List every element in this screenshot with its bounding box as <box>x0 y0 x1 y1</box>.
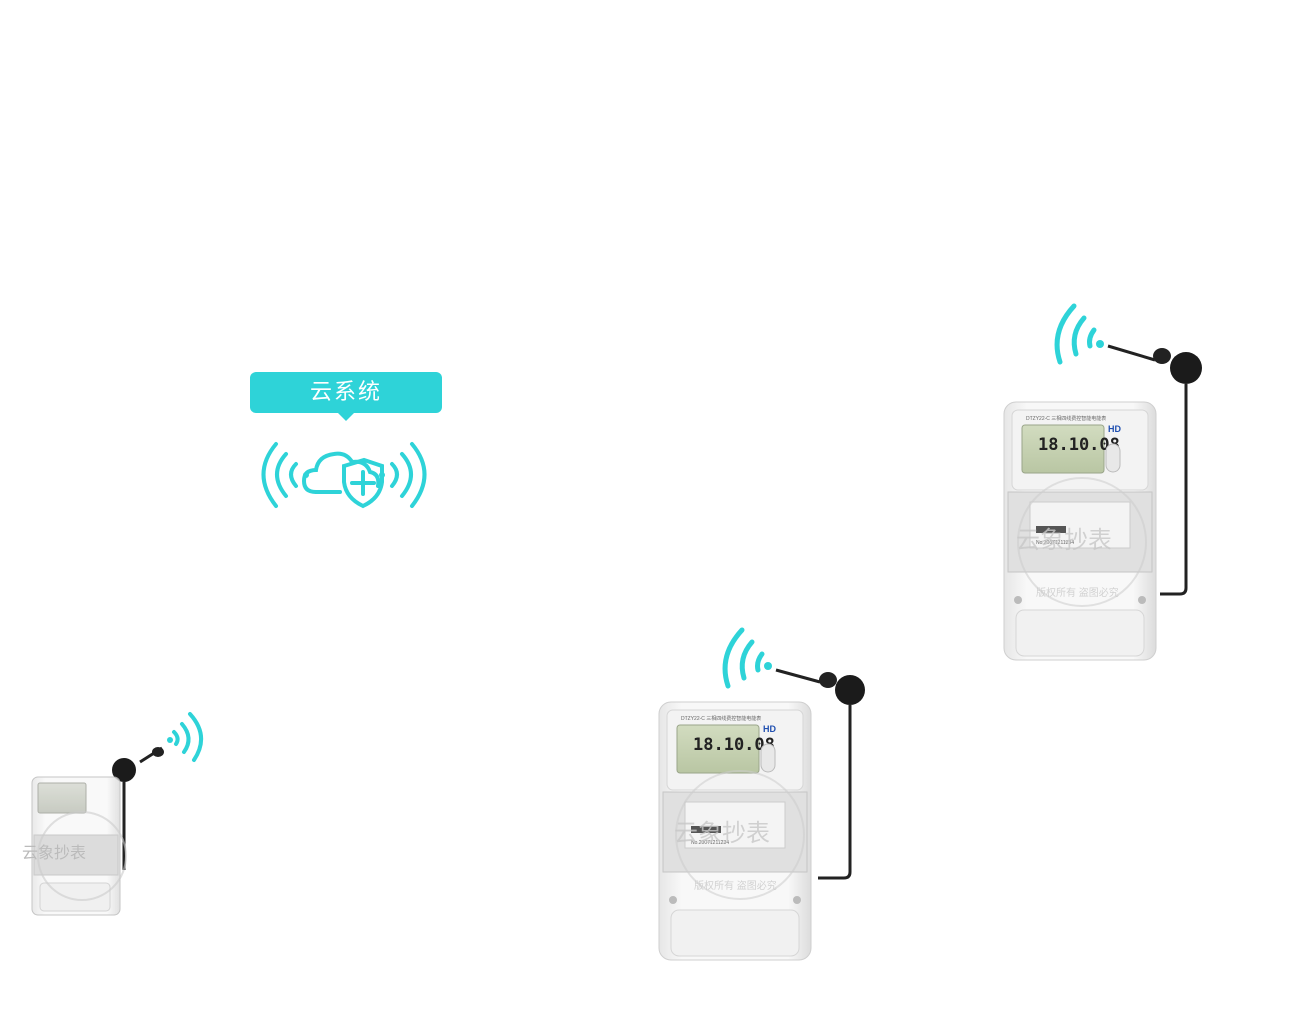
meter-model-label: DTZY22-C 三相四线费控智能电能表 <box>1026 415 1106 422</box>
meter-model-label: DTZY22-C 三相四线费控智能电能表 <box>681 715 761 722</box>
watermark-text: 云象抄表 <box>674 820 770 847</box>
meter-brand: HD <box>1108 424 1121 434</box>
cloud-system-label: 云系统 <box>250 372 442 421</box>
watermark-subtext: 版权所有 盗图必究 <box>694 879 777 892</box>
wifi-signal-icon <box>722 627 772 689</box>
meter-serial: No.20071211234 <box>1036 540 1074 546</box>
antenna-icon <box>112 712 203 870</box>
watermark: 云象抄表 版权所有 盗图必究 <box>668 765 818 905</box>
meter-left-small <box>30 775 122 917</box>
watermark-subtext: 版权所有 盗图必究 <box>1036 586 1119 599</box>
antenna-icon <box>1107 344 1202 596</box>
meter-display: 18.10.08 <box>1038 435 1120 455</box>
meter-display: 18.10.08 <box>693 735 775 755</box>
watermark: 云象抄表 版权所有 盗图必究 <box>1010 472 1160 612</box>
cloud-shield-icon <box>261 442 427 509</box>
meter-brand: HD <box>763 724 776 734</box>
wifi-signal-icon <box>1054 303 1104 365</box>
watermark-text: 云象抄表 <box>22 844 86 862</box>
antenna-icon <box>775 668 865 880</box>
meter-top-right: DTZY22-C 三相四线费控智能电能表 18.10.08 HD No.2007… <box>1000 400 1160 662</box>
watermark: 云象抄表 <box>22 808 132 908</box>
watermark-text: 云象抄表 <box>1016 527 1112 554</box>
meter-serial: No.20071211234 <box>691 840 729 846</box>
meter-center: DTZY22-C 三相四线费控智能电能表 18.10.08 HD No.2007… <box>655 700 815 962</box>
